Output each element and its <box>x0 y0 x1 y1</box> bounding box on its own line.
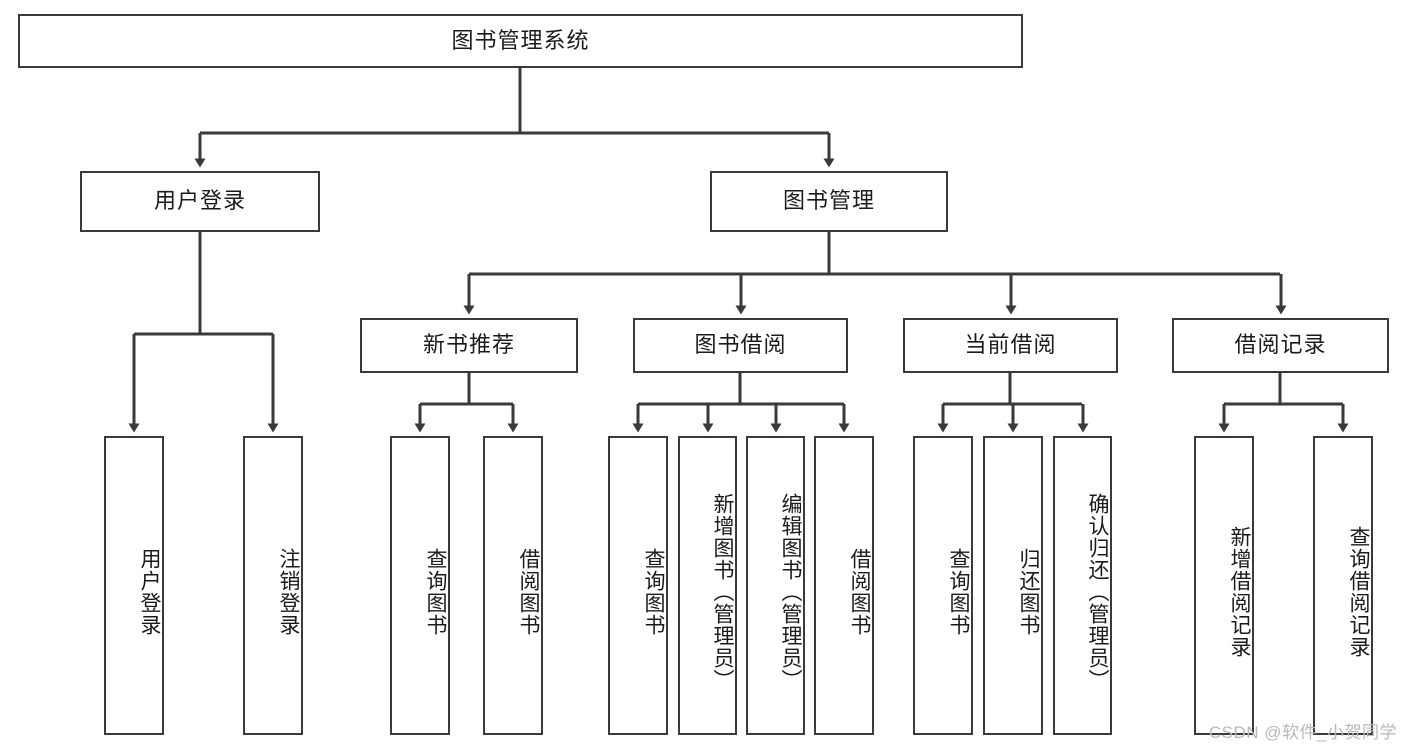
node-records[interactable]: 借阅记录 <box>1172 318 1389 373</box>
node-label: 新增图书（管理员） <box>711 492 734 691</box>
node-leaf-new-borrow[interactable]: 借阅图书 <box>483 436 543 735</box>
node-leaf-borrow-query[interactable]: 查询图书 <box>608 436 668 735</box>
node-leaf-current-confirm[interactable]: 确认归还（管理员） <box>1053 436 1112 735</box>
node-leaf-new-query[interactable]: 查询图书 <box>390 436 450 735</box>
node-leaf-borrow-edit[interactable]: 编辑图书（管理员） <box>746 436 805 735</box>
node-label: 借阅图书 <box>848 547 871 636</box>
node-current[interactable]: 当前借阅 <box>903 318 1118 373</box>
node-label: 新书推荐 <box>422 332 515 358</box>
node-bookmgmt[interactable]: 图书管理 <box>710 171 948 232</box>
node-leaf-current-return[interactable]: 归还图书 <box>983 436 1043 735</box>
node-borrow[interactable]: 图书借阅 <box>633 318 848 373</box>
node-label: 查询借阅记录 <box>1347 525 1370 658</box>
node-label: 查询图书 <box>642 547 665 636</box>
node-leaf-borrow-lend[interactable]: 借阅图书 <box>814 436 874 735</box>
node-label: 注销登录 <box>277 547 300 636</box>
node-leaf-record-add[interactable]: 新增借阅记录 <box>1194 436 1254 735</box>
node-newbook[interactable]: 新书推荐 <box>360 318 578 373</box>
node-login[interactable]: 用户登录 <box>80 171 320 232</box>
node-label: 借阅记录 <box>1234 332 1327 358</box>
node-label: 当前借阅 <box>964 332 1057 358</box>
node-label: 图书借阅 <box>694 332 787 358</box>
node-leaf-user-login[interactable]: 用户登录 <box>104 436 164 735</box>
node-label: 查询图书 <box>947 547 970 636</box>
node-label: 图书管理 <box>782 188 875 214</box>
node-leaf-record-query[interactable]: 查询借阅记录 <box>1313 436 1373 735</box>
node-label: 用户登录 <box>153 188 246 214</box>
node-label: 编辑图书（管理员） <box>779 492 802 691</box>
node-leaf-borrow-add[interactable]: 新增图书（管理员） <box>678 436 737 735</box>
node-label: 归还图书 <box>1017 547 1040 636</box>
node-label: 借阅图书 <box>517 547 540 636</box>
watermark: CSDN @软件_小贺同学 <box>1208 723 1397 742</box>
node-label: 用户登录 <box>138 547 161 636</box>
node-label: 新增借阅记录 <box>1228 525 1251 658</box>
node-root[interactable]: 图书管理系统 <box>18 14 1023 68</box>
node-leaf-current-query[interactable]: 查询图书 <box>913 436 973 735</box>
node-label: 查询图书 <box>424 547 447 636</box>
node-label: 图书管理系统 <box>451 27 590 53</box>
node-leaf-user-logout[interactable]: 注销登录 <box>243 436 303 735</box>
node-label: 确认归还（管理员） <box>1086 492 1109 691</box>
